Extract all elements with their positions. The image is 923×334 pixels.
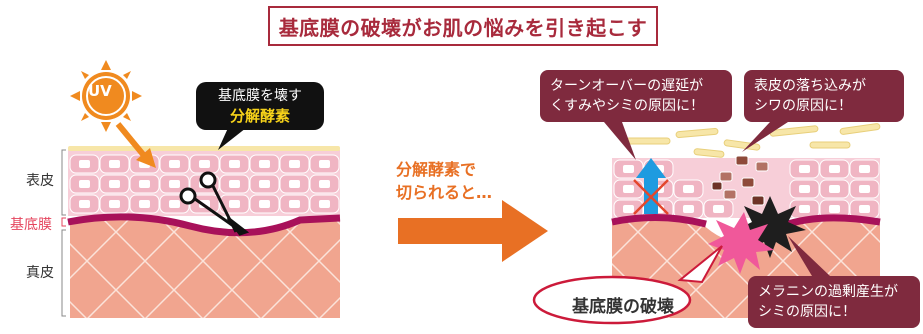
melanin-callout-line2: シミの原因に！	[758, 304, 856, 320]
turnover-callout-line2: くすみやシミの原因に！	[550, 98, 704, 114]
wrinkle-callout-line2: シワの原因に！	[754, 98, 852, 114]
turnover-callout-line1: ターンオーバーの遅延が	[550, 78, 704, 94]
label-basement-membrane: 基底膜	[10, 217, 52, 233]
title-box: 基底膜の破壊がお肌の悩みを引き起こす	[268, 6, 658, 46]
turnover-callout-pointer	[604, 122, 636, 160]
middle-caption-line2: 切られると…	[396, 183, 493, 202]
enzyme-callout-pointer	[218, 128, 246, 150]
horny-layer-flakes	[625, 123, 881, 158]
label-epidermis: 表皮	[26, 173, 54, 189]
right-basement-membrane-left	[611, 214, 707, 228]
enzyme-callout-line2: 分解酵素	[229, 107, 290, 125]
burst-icon	[708, 212, 774, 274]
melanin-callout: メラニンの過剰産生が シミの原因に！	[748, 276, 920, 328]
destruction-pointer	[677, 245, 723, 284]
middle-caption: 分解酵素で 切られると…	[396, 158, 492, 204]
page-title: 基底膜の破壊がお肌の悩みを引き起こす	[278, 15, 648, 40]
label-dermis: 真皮	[26, 265, 54, 281]
destruction-ellipse	[532, 275, 692, 325]
wrinkle-callout-line1: 表皮の落ち込みが	[754, 78, 866, 94]
cross-mark-icon	[633, 179, 669, 215]
right-arrow-icon	[398, 200, 548, 262]
destruction-label: 基底膜の破壊	[572, 297, 674, 317]
wrinkle-callout: 表皮の落ち込みが シワの原因に！	[744, 70, 904, 122]
wrinkle-callout-pointer	[742, 122, 788, 152]
melanin-granules	[711, 155, 769, 206]
melanin-callout-pointer	[788, 236, 830, 276]
uv-arrow	[115, 122, 156, 168]
layer-brackets	[61, 149, 66, 317]
left-basement-membrane	[67, 213, 341, 237]
enzyme-callout: 基底膜を壊す 分解酵素	[196, 82, 324, 130]
uv-label: UV	[88, 82, 112, 100]
sun-icon	[70, 60, 142, 132]
melanin-callout-line1: メラニンの過剰産生が	[758, 284, 898, 300]
left-dermis	[70, 216, 340, 318]
middle-caption-line1: 分解酵素で	[396, 160, 477, 179]
enzyme-callout-line1: 基底膜を壊す	[218, 88, 302, 104]
up-arrow-icon	[636, 158, 666, 214]
scissors-icon	[179, 171, 250, 236]
turnover-callout: ターンオーバーの遅延が くすみやシミの原因に！	[540, 70, 732, 122]
